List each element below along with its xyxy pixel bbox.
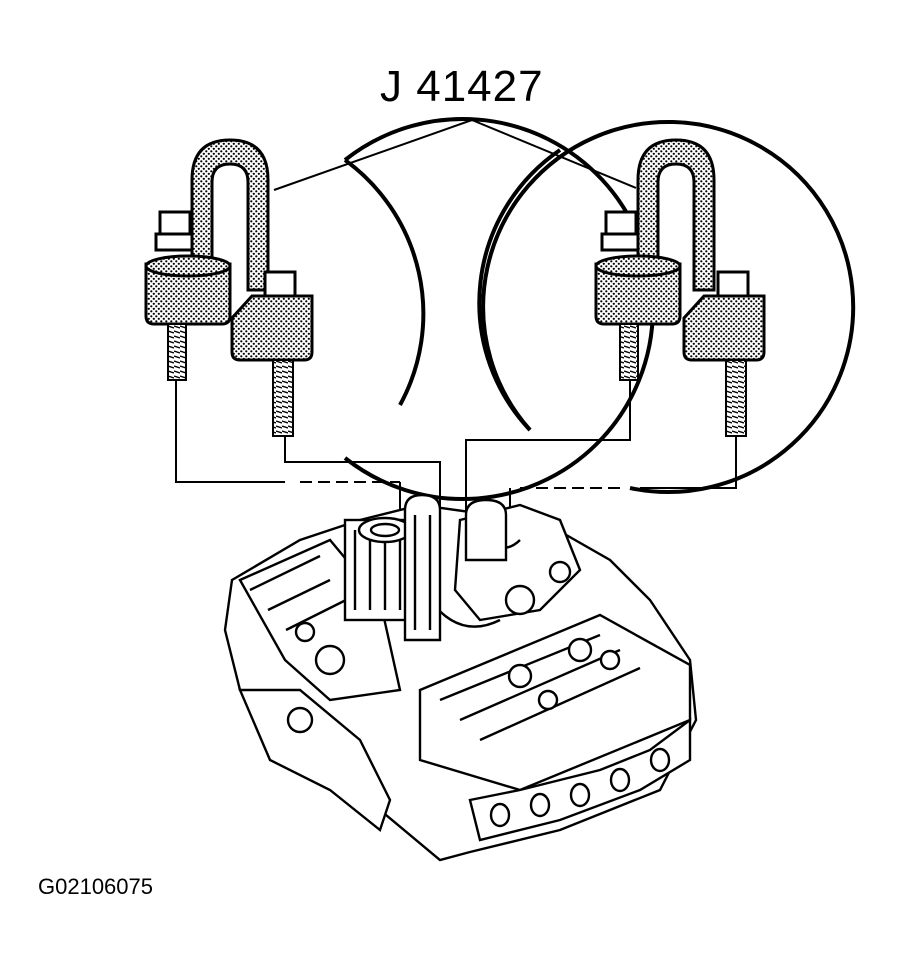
- lifting-bracket-icon: [144, 138, 314, 437]
- installed-bracket-rear: [464, 498, 508, 562]
- tool-number-label: J 41427: [380, 62, 544, 111]
- left-inset-detail: [144, 117, 655, 700]
- installed-bracket-front: [403, 493, 442, 642]
- callout-leaders: [273, 119, 637, 191]
- lifting-bracket-icon: [594, 138, 766, 437]
- right-inset-circle: [481, 119, 856, 494]
- figure-code: G02106075: [38, 874, 153, 899]
- v8-engine-icon: [223, 503, 698, 862]
- right-inset-detail: [465, 119, 856, 540]
